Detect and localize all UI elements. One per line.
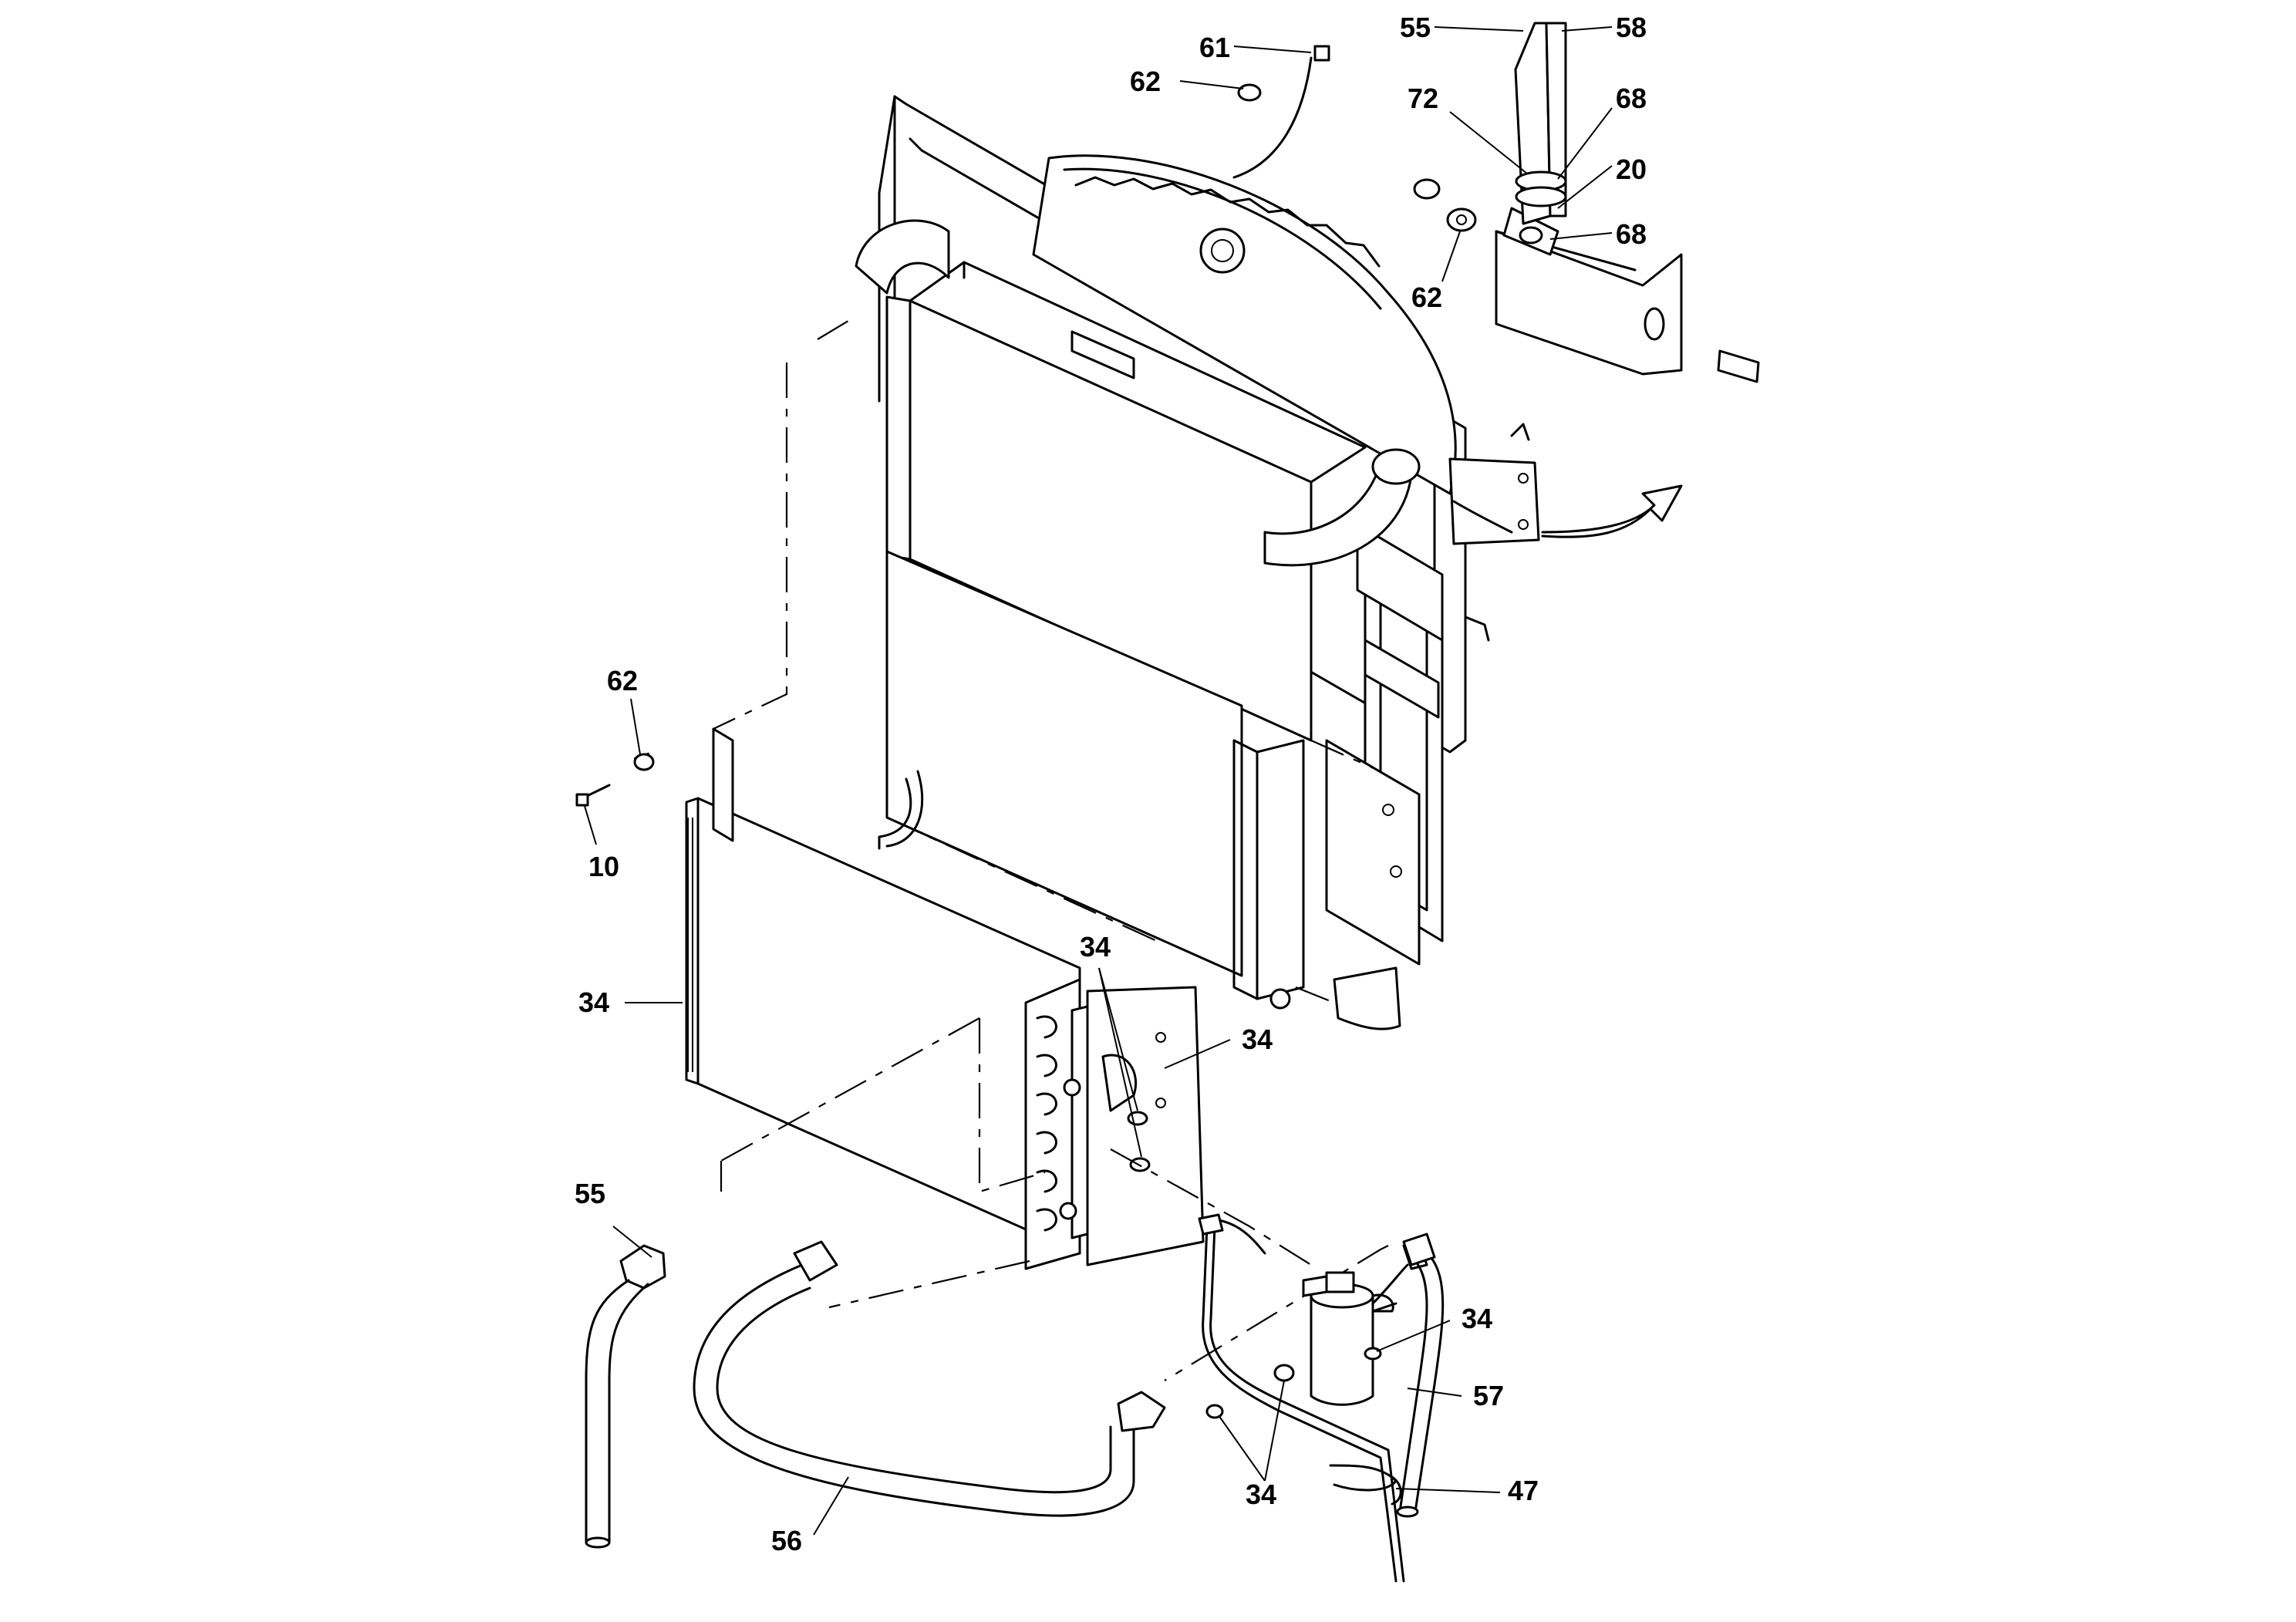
callout-62-top: 62 xyxy=(1130,66,1161,97)
leader-57 xyxy=(1407,1388,1462,1397)
callout-34-studs: 34 xyxy=(1080,931,1111,963)
callout-58-top: 58 xyxy=(1616,12,1647,43)
leader-34-studs-a xyxy=(1098,967,1138,1111)
bolt-detail xyxy=(1717,349,1760,383)
hose-56 xyxy=(693,1240,1166,1517)
callout-55-top: 55 xyxy=(1400,12,1431,43)
callout-68-b: 68 xyxy=(1616,218,1647,250)
leader-47 xyxy=(1395,1488,1501,1493)
condenser xyxy=(685,727,1205,1270)
leader-55-top xyxy=(1434,26,1524,32)
callout-47: 47 xyxy=(1508,1475,1539,1506)
leader-10 xyxy=(584,805,597,845)
leader-62-bracket xyxy=(1441,231,1461,282)
leader-20 xyxy=(1557,165,1613,209)
washer-62-left xyxy=(633,753,655,771)
leader-72 xyxy=(1449,111,1528,174)
callout-61: 61 xyxy=(1199,32,1230,63)
callout-10: 10 xyxy=(588,851,619,882)
leader-34-studs-b xyxy=(1098,967,1142,1158)
assembly-center-lines xyxy=(713,315,1389,1381)
nut-detail xyxy=(1413,178,1441,200)
callout-68-a: 68 xyxy=(1616,83,1647,114)
callout-34-drier: 34 xyxy=(1462,1303,1492,1334)
hose-55 xyxy=(585,1244,666,1549)
callout-55-hose: 55 xyxy=(575,1178,605,1209)
callout-leaders xyxy=(584,26,1613,1536)
callout-62-bracket: 62 xyxy=(1411,282,1442,313)
callout-labels: 61 62 55 58 72 68 20 68 62 62 10 34 34 3… xyxy=(575,12,1647,1556)
leader-55-hose xyxy=(612,1226,652,1258)
hose-clamp-detail xyxy=(1413,22,1760,383)
bolt-61 xyxy=(1313,45,1330,62)
leader-34-nuts-a xyxy=(1218,1415,1266,1482)
condenser-return-bends xyxy=(1036,1015,1057,1232)
airflow-arrow xyxy=(1541,484,1683,538)
callout-20: 20 xyxy=(1616,153,1647,185)
leader-62-top xyxy=(1179,80,1244,89)
leader-34-bracket xyxy=(1164,1039,1231,1069)
leader-58-top xyxy=(1561,26,1613,32)
fasteners-top xyxy=(1232,45,1330,179)
washer-detail xyxy=(1446,207,1477,232)
leader-56 xyxy=(813,1476,849,1536)
callout-56: 56 xyxy=(771,1525,802,1556)
callout-34-bracket: 34 xyxy=(1242,1023,1273,1055)
callout-72: 72 xyxy=(1408,83,1438,114)
washer-62-top xyxy=(1237,83,1262,102)
bolt-10 xyxy=(575,793,589,807)
callout-34-nuts: 34 xyxy=(1246,1479,1276,1510)
fasteners-left xyxy=(575,752,655,807)
leader-34-nuts-b xyxy=(1264,1380,1285,1482)
leader-61 xyxy=(1233,46,1312,53)
callout-62-left: 62 xyxy=(607,665,638,696)
leader-68-b xyxy=(1549,232,1613,240)
leader-34-drier xyxy=(1376,1320,1451,1352)
callout-34-condenser: 34 xyxy=(578,986,609,1018)
leader-68-a xyxy=(1557,107,1613,180)
leader-62-left xyxy=(630,698,641,755)
receiver-drier xyxy=(1202,1217,1428,1419)
callout-57: 57 xyxy=(1473,1380,1504,1411)
